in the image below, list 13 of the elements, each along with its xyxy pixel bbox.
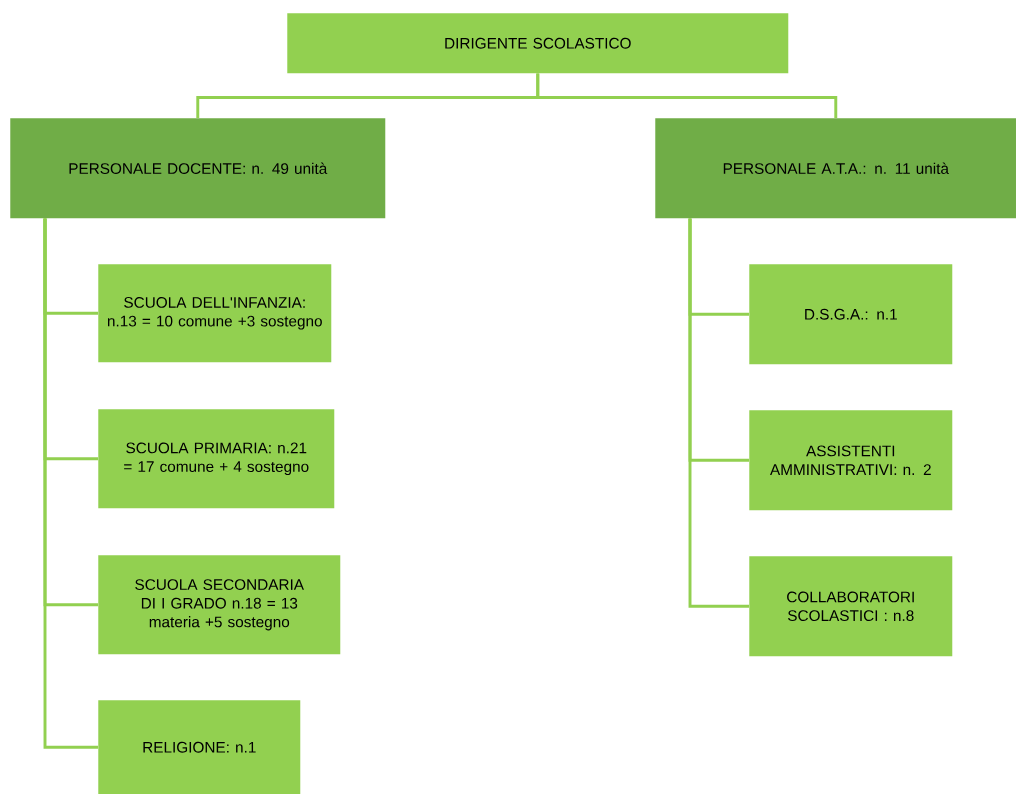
org-box: SCUOLA DELL'INFANZIA: n.13 = 10 comune +3 sostegno [98,264,332,363]
org-box: PERSONALE A.T.A.: n. 11 unità [655,118,1016,219]
org-box: PERSONALE DOCENTE: n. 49 unità [10,118,386,219]
connector-line [536,73,838,118]
org-box: DIRIGENTE SCOLASTICO [287,13,789,74]
org-box: D.S.G.A.: n.1 [749,264,953,365]
org-box: SCUOLA SECONDARIA DI I GRADO n.18 = 13 materia +5 sostegno [98,555,341,655]
connector-line [43,218,98,749]
org-box: SCUOLA PRIMARIA: n.21 = 17 comune + 4 sostegno [98,409,335,509]
connector-line [688,218,749,608]
org-box: RELIGIONE: n.1 [98,700,301,794]
org-box: ASSISTENTI AMMINISTRATIVI: n. 2 [749,410,953,511]
org-box: COLLABORATORI SCOLASTICI : n.8 [749,556,953,657]
